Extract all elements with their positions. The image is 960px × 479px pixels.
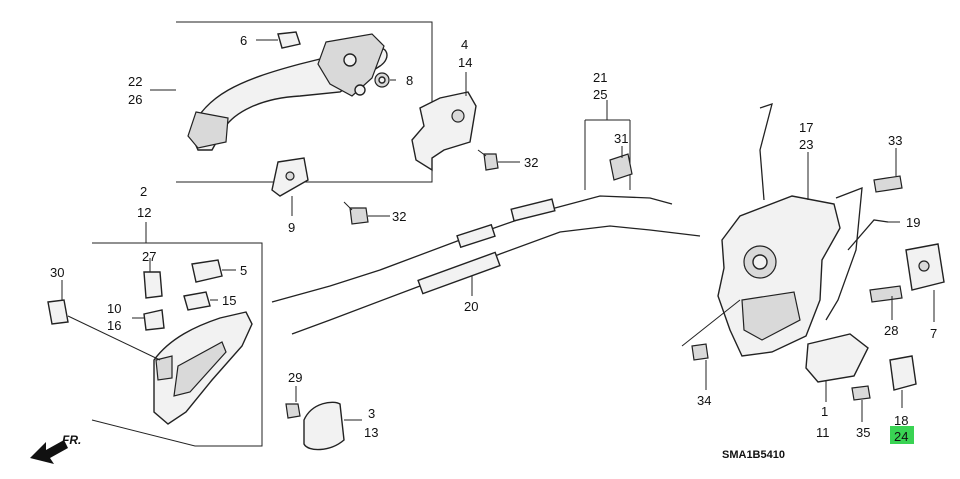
cover-part-3-13 [303,401,345,451]
label-35: 35 [856,425,870,440]
screw-part-29 [285,403,301,419]
label-13: 13 [364,425,378,440]
label-19: 19 [906,215,920,230]
front-direction-arrow: FR. [30,433,81,464]
label-18: 18 [894,413,908,428]
clip-part-5 [191,259,223,283]
label-23: 23 [799,137,813,152]
seal-part-18-24 [889,355,917,391]
direction-label: FR. [62,433,81,447]
label-9: 9 [288,220,295,235]
inner-handle-frame [91,242,263,447]
bolt-34 [691,343,709,361]
clip-part-6 [277,31,301,49]
label-17: 17 [799,120,813,135]
grommet-part-8 [374,72,390,88]
outer-door-handle [187,33,388,151]
label-22: 22 [128,74,142,89]
base-gasket-part-9 [271,157,309,197]
cables-part-21-25-20 [271,153,701,335]
diagram-code: SMA1B5410 [722,449,785,461]
label-5: 5 [240,263,247,278]
label-8: 8 [406,73,413,88]
label-21: 21 [593,70,607,85]
label-26: 26 [128,92,142,107]
label-15: 15 [222,293,236,308]
label-20: 20 [464,299,478,314]
label-27: 27 [142,249,156,264]
label-14: 14 [458,55,472,70]
label-16: 16 [107,318,121,333]
door-lock-assembly [717,103,863,357]
bolt-28 [869,285,903,303]
striker-part-7 [905,243,945,291]
bolt-32-upper [477,149,499,171]
bracket-part-4-14 [411,91,477,172]
bolt-33 [873,175,903,193]
label-29: 29 [288,370,302,385]
label-12: 12 [137,205,151,220]
label-7: 7 [930,326,937,341]
clip-part-10-16 [143,309,165,331]
screw-part-35 [851,385,871,401]
label-1: 1 [821,404,828,419]
label-31: 31 [614,131,628,146]
label-24-highlighted: 24 [894,429,908,444]
leader-lines [61,39,935,422]
label-2: 2 [140,184,147,199]
clip-part-30 [47,299,69,325]
label-28: 28 [884,323,898,338]
label-32-lower: 32 [392,209,406,224]
clip-part-27 [143,271,163,299]
rod-part-19 [847,219,889,251]
label-34: 34 [697,393,711,408]
label-6: 6 [240,33,247,48]
bolt-32-lower [343,201,369,225]
label-32-upper: 32 [524,155,538,170]
clip-part-15 [183,291,211,311]
label-33: 33 [888,133,902,148]
inner-door-handle [153,311,253,425]
label-10: 10 [107,301,121,316]
label-3: 3 [368,406,375,421]
label-4: 4 [461,37,468,52]
label-11: 11 [816,425,830,440]
highlight-24 [890,426,914,444]
label-30: 30 [50,265,64,280]
label-25: 25 [593,87,607,102]
actuator-part-1-11 [805,333,869,383]
